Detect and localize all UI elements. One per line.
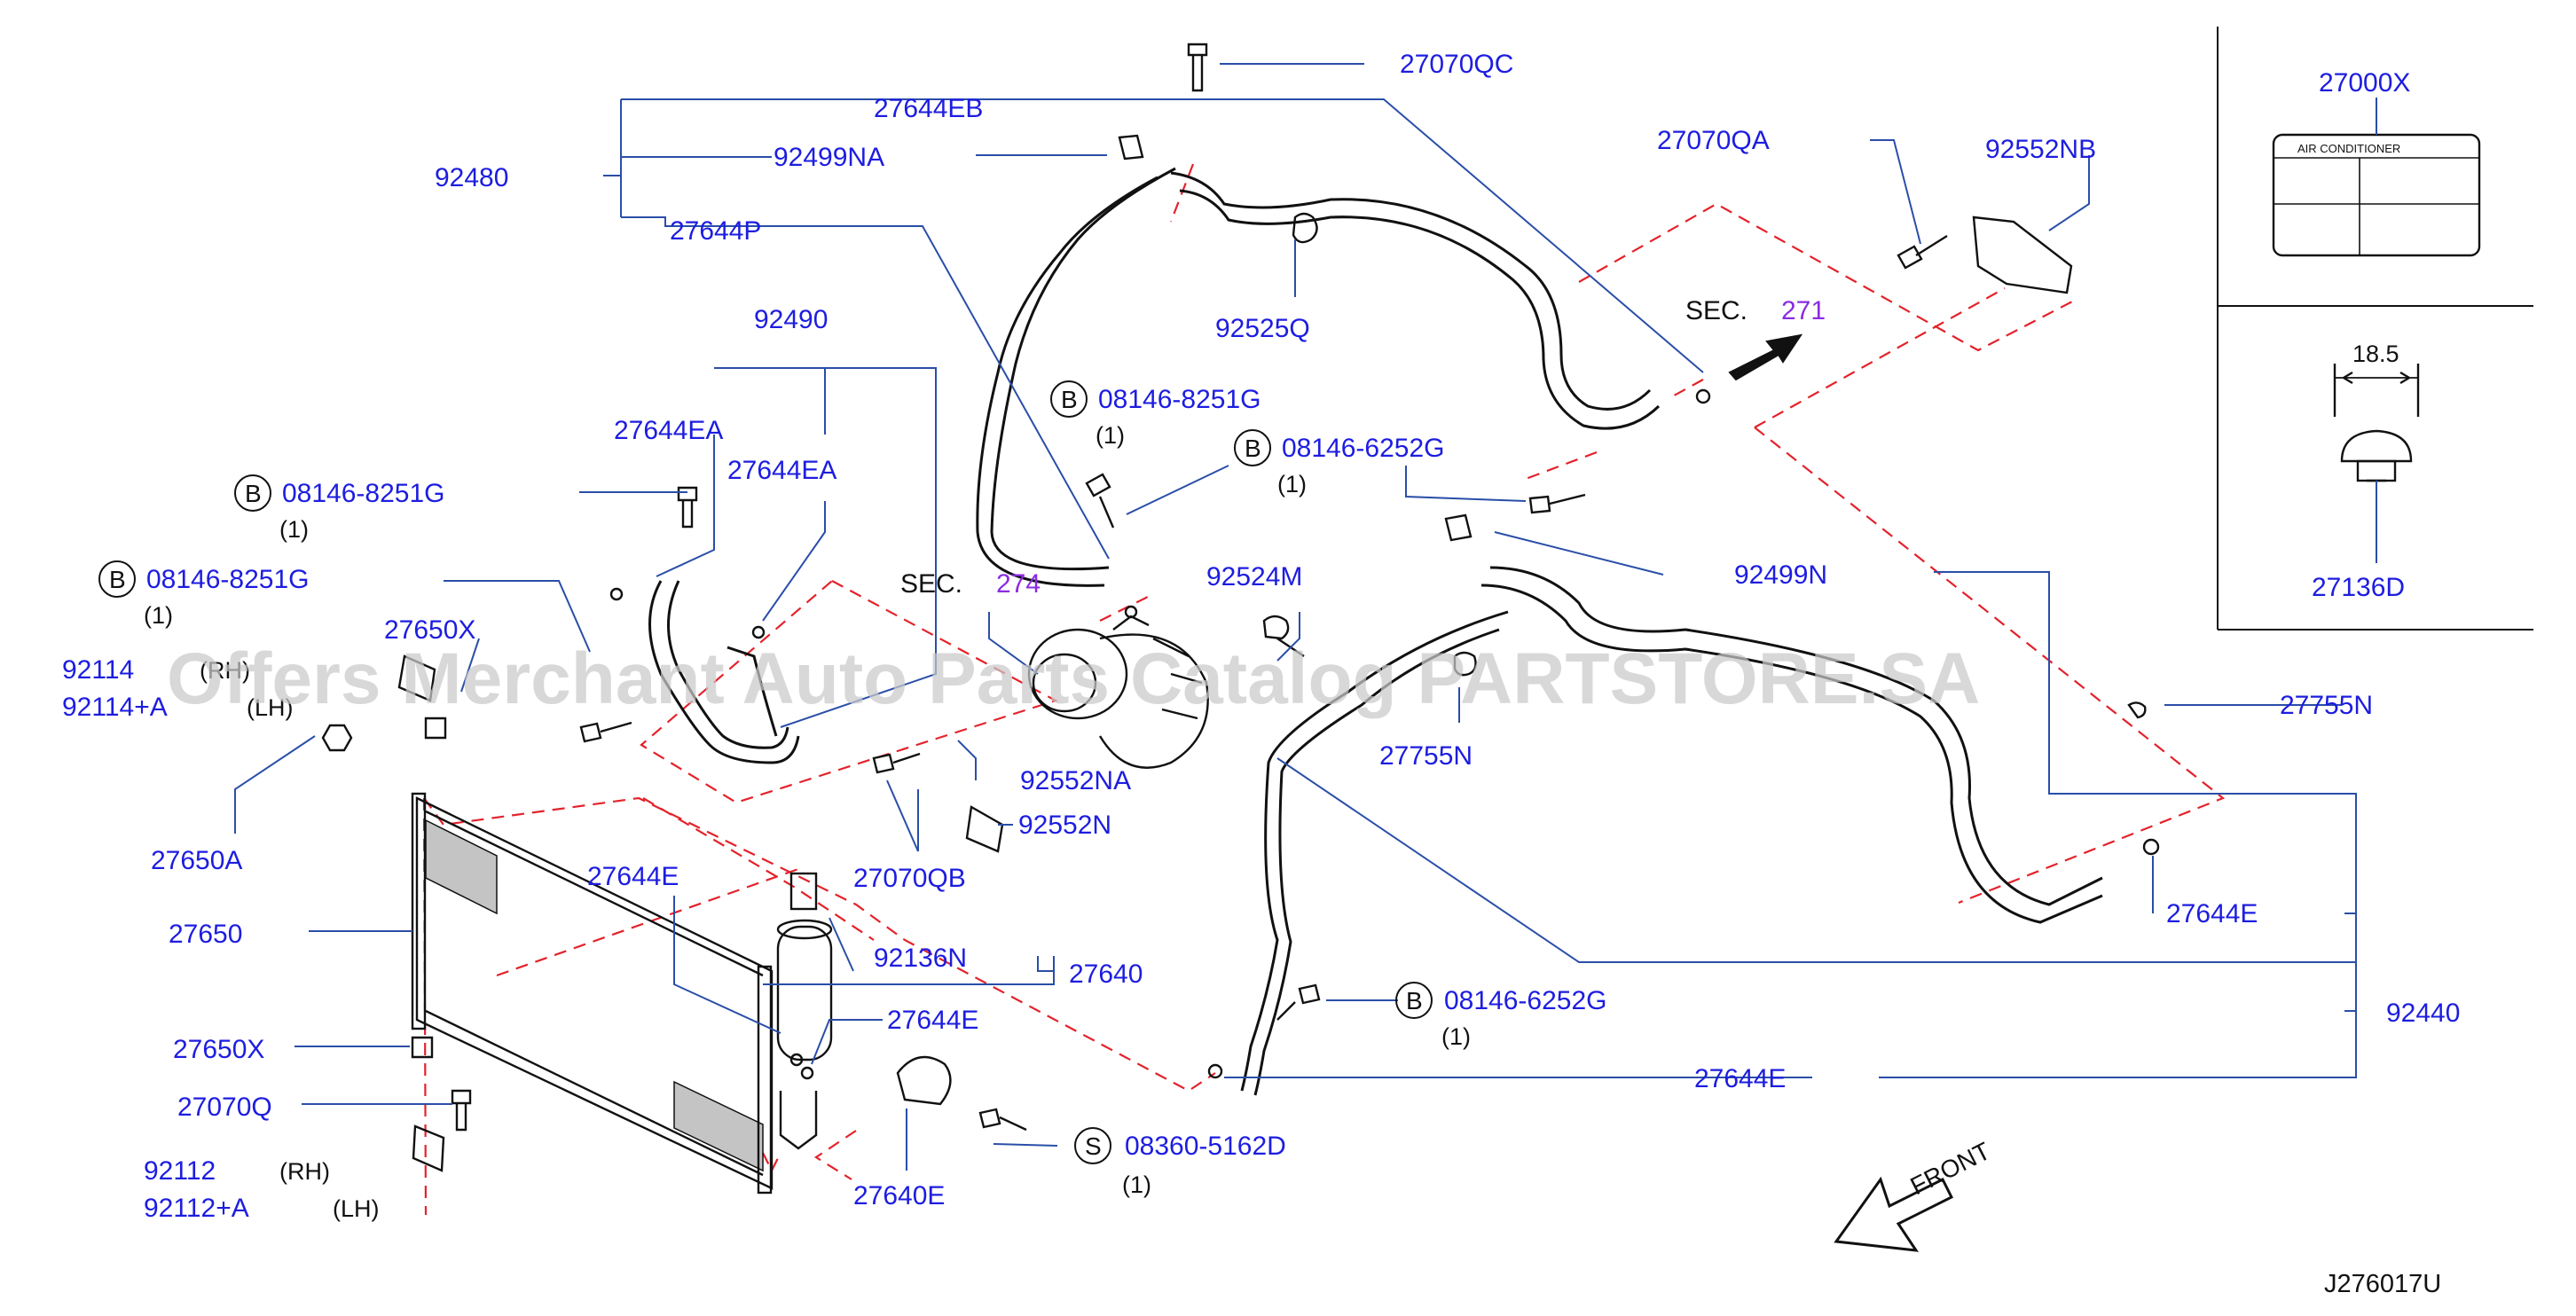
sec-274-prefix: SEC. — [900, 569, 962, 599]
diagram-code: J276017U — [2324, 1270, 2441, 1298]
bolt-icons — [321, 43, 1948, 1132]
part-92552NA[interactable]: 92552NA — [1020, 766, 1131, 795]
part-27070QB[interactable]: 27070QB — [853, 864, 966, 893]
part-27650X-1[interactable]: 27650X — [384, 615, 475, 645]
part-08146-6252G-1[interactable]: 08146-6252G — [1282, 434, 1445, 463]
leader-lines — [234, 63, 2357, 1171]
marker-b-3: B — [245, 480, 262, 507]
label-plate-icon: AIR CONDITIONER — [2272, 133, 2481, 257]
part-92525Q[interactable]: 92525Q — [1215, 314, 1310, 343]
part-27070QC[interactable]: 27070QC — [1400, 50, 1513, 79]
part-27000X[interactable]: 27000X — [2319, 68, 2410, 98]
qty-3: (1) — [279, 516, 309, 543]
part-08146-8251G-3[interactable]: 08146-8251G — [146, 565, 310, 594]
side-rh-1: (RH) — [200, 657, 250, 684]
part-27136D[interactable]: 27136D — [2312, 573, 2405, 602]
compressor-icon — [1027, 615, 1209, 769]
part-92499NA[interactable]: 92499NA — [774, 143, 884, 172]
sec-271-arrow-icon — [1728, 333, 1803, 381]
marker-b-5: B — [1406, 987, 1423, 1014]
marker-b-2: B — [1245, 435, 1261, 462]
part-92499N[interactable]: 92499N — [1734, 560, 1827, 590]
watermark: Offers Merchant Auto Parts Catalog PARTS… — [167, 638, 1980, 719]
dimension-text: 18.5 — [2352, 341, 2399, 367]
part-92112[interactable]: 92112 — [144, 1156, 216, 1186]
part-08146-8251G-1[interactable]: 08146-8251G — [1098, 385, 1261, 414]
clip-27136D-icon — [2333, 364, 2420, 482]
qty-5: (1) — [1441, 1023, 1471, 1050]
part-labels: 27070QC 27644EB 92480 92499NA 27644P 270… — [62, 50, 2460, 1298]
part-27755N-1[interactable]: 27755N — [1379, 741, 1473, 771]
receiver-drier-icon — [776, 872, 833, 1150]
sec-271-number[interactable]: 271 — [1781, 296, 1826, 325]
marker-b-4: B — [109, 566, 126, 593]
part-27644E-2[interactable]: 27644E — [2166, 899, 2258, 928]
part-27650X-2[interactable]: 27650X — [173, 1035, 264, 1064]
condenser-icon — [411, 792, 774, 1195]
part-27640[interactable]: 27640 — [1069, 960, 1143, 989]
part-92114[interactable]: 92114 — [62, 655, 134, 685]
part-27644P[interactable]: 27644P — [670, 216, 761, 246]
part-27644EA-1[interactable]: 27644EA — [614, 416, 723, 445]
qty-4: (1) — [144, 602, 173, 629]
part-92440[interactable]: 92440 — [2386, 999, 2460, 1028]
part-27644EA-2[interactable]: 27644EA — [727, 456, 836, 485]
part-27070Q[interactable]: 27070Q — [177, 1093, 272, 1122]
part-92524M[interactable]: 92524M — [1206, 562, 1302, 591]
part-08360-5162D[interactable]: 08360-5162D — [1125, 1132, 1286, 1161]
part-92136N[interactable]: 92136N — [874, 944, 967, 973]
marker-b-1: B — [1061, 386, 1078, 413]
part-27644EB[interactable]: 27644EB — [874, 94, 983, 123]
part-92552NB[interactable]: 92552NB — [1985, 135, 2096, 164]
part-27644E-1[interactable]: 27644E — [587, 862, 679, 891]
front-arrow-icon — [1834, 1176, 1954, 1252]
part-92480[interactable]: 92480 — [435, 163, 508, 192]
oring-icons — [609, 388, 2160, 1080]
part-27070QA[interactable]: 27070QA — [1657, 126, 1770, 155]
part-27640E[interactable]: 27640E — [853, 1181, 945, 1210]
side-rh-2: (RH) — [279, 1158, 330, 1185]
sec-271-prefix: SEC. — [1685, 296, 1747, 325]
front-label: FRONT — [1906, 1137, 1995, 1200]
side-lh-1: (LH) — [247, 694, 294, 721]
pipe-assemblies — [648, 167, 2103, 1096]
part-92552N[interactable]: 92552N — [1018, 811, 1111, 840]
part-27644E-4[interactable]: 27644E — [1694, 1064, 1786, 1093]
inset-panel: AIR CONDITIONER 27000X 18.5 27136D — [2217, 27, 2533, 631]
part-92490[interactable]: 92490 — [754, 305, 828, 334]
part-92114A[interactable]: 92114+A — [62, 693, 168, 722]
markers: B B B B B S — [98, 380, 1433, 1164]
marker-s: S — [1085, 1132, 1102, 1160]
sec-274-number[interactable]: 274 — [996, 569, 1041, 599]
side-lh-2: (LH) — [333, 1195, 380, 1222]
part-08146-6252G-2[interactable]: 08146-6252G — [1444, 986, 1607, 1015]
bracket-icons — [397, 215, 2073, 1172]
label-plate-text: AIR CONDITIONER — [2297, 142, 2400, 155]
part-92112A[interactable]: 92112+A — [144, 1194, 249, 1223]
qty-6: (1) — [1122, 1171, 1151, 1198]
part-27644E-3[interactable]: 27644E — [887, 1006, 978, 1035]
part-08146-8251G-2[interactable]: 08146-8251G — [282, 479, 445, 508]
part-27650A[interactable]: 27650A — [151, 846, 242, 875]
qty-2: (1) — [1277, 471, 1307, 497]
part-27650[interactable]: 27650 — [169, 920, 242, 949]
part-27755N-2[interactable]: 27755N — [2280, 691, 2373, 720]
qty-1: (1) — [1096, 422, 1125, 449]
installation-guides — [422, 163, 2226, 1216]
